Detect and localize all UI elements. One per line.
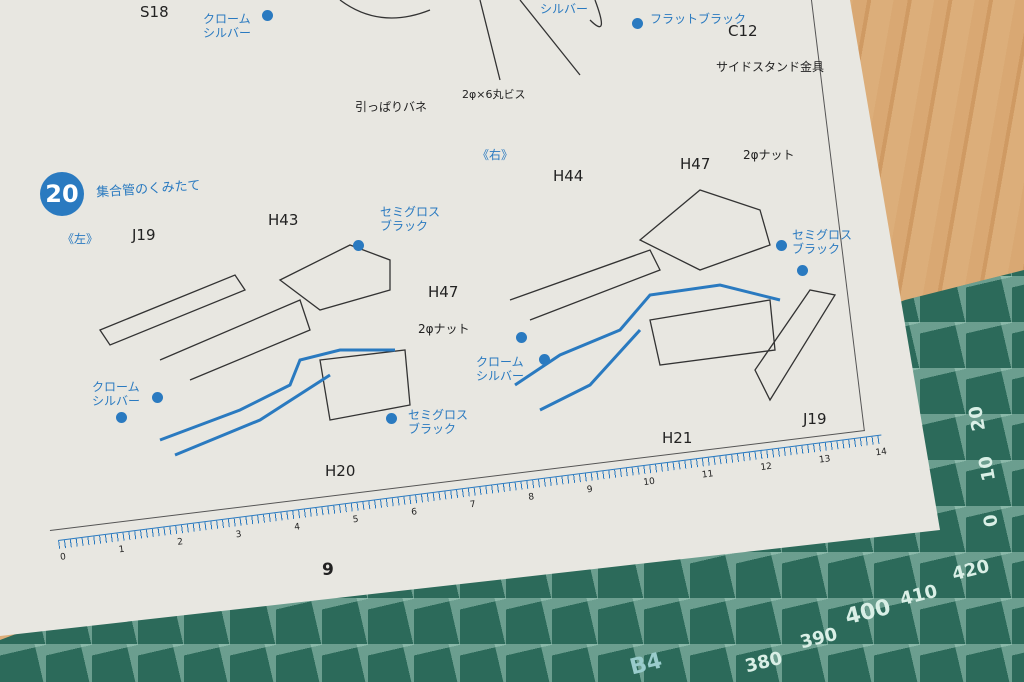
ruler-number: 12 [759,461,773,474]
ruler-number: 13 [818,454,832,466]
h21-box [649,299,776,366]
label-side-stand: サイドスタンド金具 [716,60,825,74]
paint-dot-icon [262,10,273,21]
view-heading-right: 《右》 [477,148,514,162]
paint-dot-icon [386,413,397,424]
part-label-j19-right: J19 [803,410,827,428]
paint-semigloss-right: セミグロスブラック [792,228,853,256]
paint-semigloss-left-top: セミグロスブラック [380,205,441,233]
part-label-h21: H21 [662,429,693,447]
part-label-s18: S18 [140,3,169,21]
paint-dot-icon [539,354,550,365]
ruler-number: 8 [527,492,535,503]
part-label-h20: H20 [325,462,356,480]
exhaust-blue-right-2 [539,328,642,412]
label-spring: 引っぱりバネ [355,100,428,114]
h20-box [319,349,411,421]
h47-part-right [638,189,771,271]
paint-dot-icon [776,240,787,251]
pipe-left [159,299,311,381]
label-nut-left: 2φナット [418,322,470,336]
paint-chrome-silver-right: クロームシルバー [476,355,525,383]
step-number-badge: 20 [40,172,84,216]
label-screw: 2φ×6丸ビス [462,88,526,101]
paint-semigloss-left-bottom: セミグロスブラック [408,408,469,436]
paint-dot-icon [797,265,808,276]
part-label-c12: C12 [728,22,758,40]
ruler-number: 14 [874,446,888,459]
ruler-number: 11 [701,469,715,481]
exhaust-blue-left [159,348,395,442]
ruler-number: 4 [293,522,301,533]
part-label-j19-left: J19 [132,226,156,244]
part-label-h47-right: H47 [680,155,711,173]
exhaust-blue-left-2 [174,373,331,457]
view-heading-left: 《左》 [62,232,99,246]
ruler-number: 2 [176,537,184,548]
side-stand-drawing [339,0,602,81]
ruler-number: 1 [118,544,126,556]
paint-dot-icon [632,18,643,29]
paint-chrome-silver-top: クロームシルバー [203,12,252,40]
ruler-number: 3 [235,529,243,541]
j19-part-left [99,274,246,346]
paint-flat-black: フラットブラック [650,12,747,26]
ruler-number: 10 [642,476,656,489]
paint-dot-icon [116,412,127,423]
exhaust-blue-right [514,283,781,387]
j19-part-right [754,289,837,402]
ruler-number: 0 [59,552,67,563]
ruler-number: 9 [586,484,594,496]
page-number: 9 [322,560,334,580]
h43-part [278,244,391,311]
ruler-number: 5 [352,514,360,526]
paint-dot-icon [353,240,364,251]
part-label-h47-left: H47 [428,283,459,301]
label-nut-right: 2φナット [743,148,795,162]
part-label-h43: H43 [268,211,299,229]
pipe-right [509,249,661,321]
ruler-number: 6 [410,507,418,518]
paint-silver-partial: シルバー [540,2,589,16]
paint-dot-icon [152,392,163,403]
paint-chrome-silver-left: クロームシルバー [92,380,141,408]
ruler-number: 7 [469,499,477,511]
part-label-h44: H44 [553,167,584,185]
paint-dot-icon [516,332,527,343]
